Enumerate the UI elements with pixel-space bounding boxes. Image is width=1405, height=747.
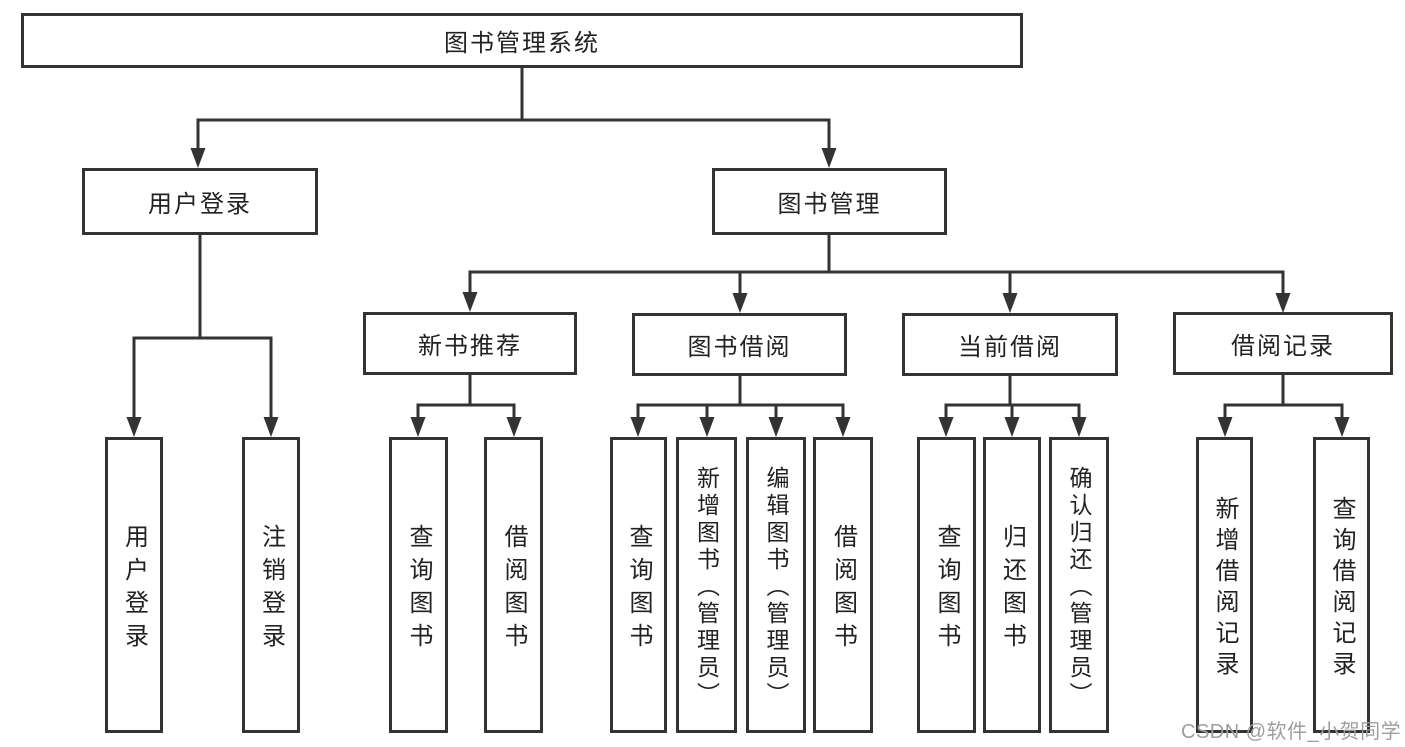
leaf-label: 注销登录: [257, 523, 285, 656]
leaf-label: 查询图书: [405, 523, 432, 656]
node-book-borrowing: 图书借阅: [632, 313, 847, 376]
leaf-query-books-1: 查询图书: [389, 437, 448, 733]
leaf-label: 用户登录: [120, 523, 148, 656]
node-library-system: 图书管理系统: [21, 13, 1023, 68]
leaf-confirm-return-admin: 确认归还（管理员）: [1049, 437, 1109, 733]
leaf-label: 新增图书（管理员）: [693, 465, 720, 709]
leaf-borrow-books-2: 借阅图书: [813, 437, 873, 733]
leaf-add-book-admin: 新增图书（管理员）: [676, 437, 737, 733]
leaf-label: 查询图书: [625, 523, 652, 656]
node-borrowing-records: 借阅记录: [1173, 312, 1393, 375]
leaf-label: 新增借阅记录: [1211, 495, 1238, 682]
watermark: CSDN @软件_小贺同学: [1181, 721, 1402, 743]
node-user-login: 用户登录: [82, 168, 318, 235]
leaf-borrow-books-1: 借阅图书: [484, 437, 543, 733]
leaf-label: 查询借阅记录: [1328, 495, 1355, 682]
leaf-label: 借阅图书: [500, 523, 527, 656]
leaf-query-borrow-record: 查询借阅记录: [1313, 437, 1370, 733]
leaf-return-books: 归还图书: [983, 437, 1041, 733]
leaf-add-borrow-record: 新增借阅记录: [1196, 437, 1253, 733]
leaf-query-books-3: 查询图书: [917, 437, 976, 733]
leaf-label: 借阅图书: [829, 523, 857, 656]
leaf-label: 查询图书: [933, 523, 960, 656]
node-new-book-recommend: 新书推荐: [363, 312, 577, 375]
node-book-management: 图书管理: [712, 168, 947, 235]
node-current-borrowing: 当前借阅: [902, 313, 1118, 376]
leaf-user-login: 用户登录: [105, 437, 163, 733]
leaf-query-books-2: 查询图书: [610, 437, 667, 733]
leaf-logout: 注销登录: [242, 437, 300, 733]
leaf-label: 确认归还（管理员）: [1066, 465, 1092, 709]
leaf-label: 归还图书: [998, 523, 1026, 656]
leaf-label: 编辑图书（管理员）: [763, 465, 789, 709]
leaf-edit-book-admin: 编辑图书（管理员）: [746, 437, 806, 733]
